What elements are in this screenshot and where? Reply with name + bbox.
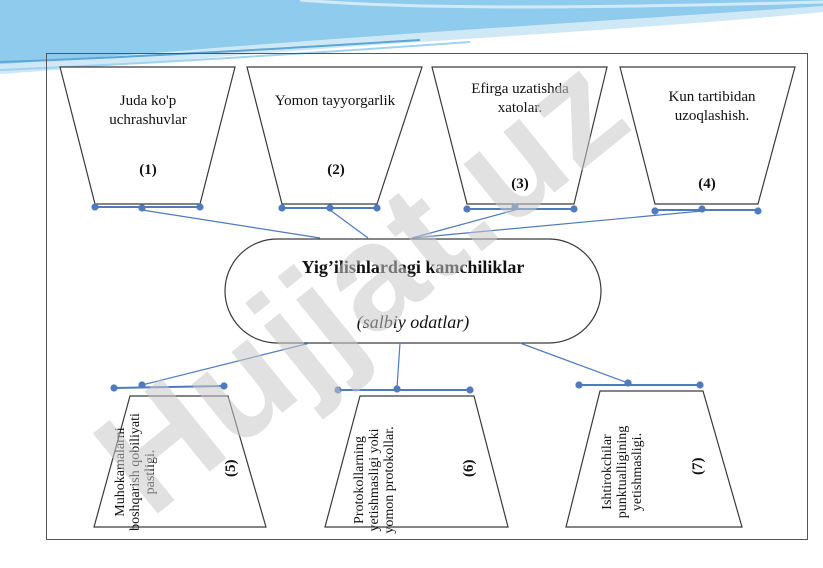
box-4-number: (4) — [698, 176, 716, 192]
box-1-number: (1) — [139, 162, 157, 178]
top-connector-lines — [141, 209, 703, 239]
box-7-label: Ishtirokchilar punktualligining yetishma… — [600, 425, 645, 519]
box-7-number: (7) — [690, 457, 706, 476]
box-3-shape — [431, 66, 608, 205]
box-6-number: (6) — [461, 459, 477, 478]
top-connector-bars — [91, 203, 762, 215]
central-box-shape — [224, 238, 602, 344]
box-6-shape — [324, 395, 509, 528]
box-4-label: Kun tartibidan uzoqlashish. — [668, 89, 756, 124]
central-subtitle: (salbiy odatlar) — [356, 312, 470, 332]
box-1-label: Juda ko'p uchrashuvlar — [109, 93, 187, 128]
bottom-connector-lines — [141, 342, 629, 389]
box-5-label: Muhokamalarni boshqarish qobiliyati past… — [113, 413, 158, 531]
box-3-number: (3) — [511, 176, 529, 192]
box-2-shape — [246, 66, 423, 205]
box-6-label: Protokollarning yetishmasligi yoki yomon… — [352, 426, 397, 534]
box-2-label: Yomon tayyorgarlik — [274, 93, 396, 109]
box-2-number: (2) — [327, 162, 345, 178]
central-title: Yig’ilishlardagi kamchiliklar — [301, 257, 525, 277]
box-3-label: Efirga uzatishda xatolar. — [471, 81, 569, 116]
box-1-shape — [59, 66, 236, 205]
bottom-connector-bars — [110, 379, 704, 394]
box-5-shape — [93, 395, 267, 528]
box-7-shape — [565, 390, 743, 528]
diagram-frame — [46, 53, 808, 540]
header-wave-decoration — [0, 0, 823, 74]
box-4-shape — [619, 66, 796, 205]
box-5-number: (5) — [223, 459, 239, 478]
